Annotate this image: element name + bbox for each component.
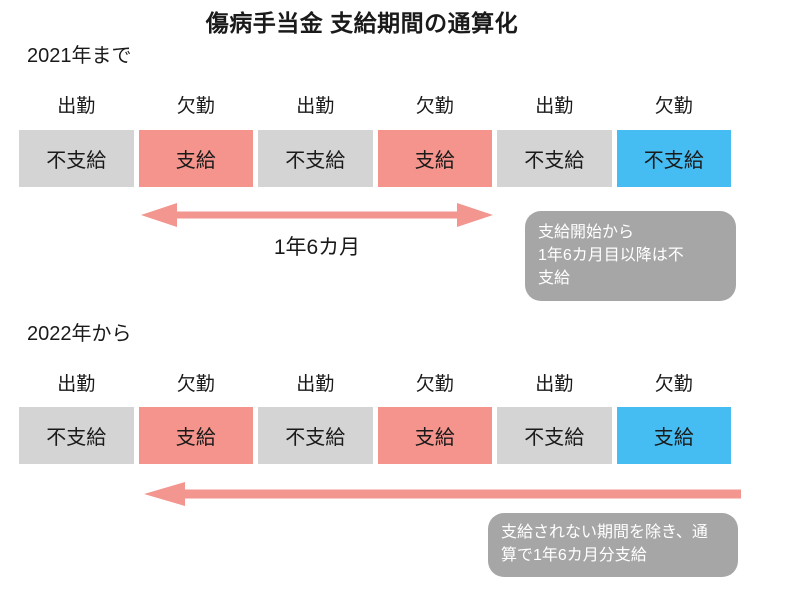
benefit-cell: 支給: [138, 130, 253, 187]
attendance-label: 欠勤: [176, 95, 215, 117]
attendance-label: 出勤: [296, 95, 335, 117]
attendance-label: 欠勤: [654, 95, 693, 117]
benefit-cell: 不支給: [258, 407, 373, 464]
benefit-cell: 支給: [616, 407, 731, 464]
attendance-label: 出勤: [535, 95, 574, 117]
callout-bubble-2021: 支給開始から 1年6カ月目以降は不 支給: [525, 211, 736, 301]
attendance-labels-row-2021: 出勤 欠勤 出勤 欠勤 出勤 欠勤: [19, 91, 731, 117]
callout-line: 算で1年6カ月分支給: [501, 547, 647, 565]
benefit-cell: 不支給: [497, 407, 612, 464]
callout-line: 1年6カ月目以降は不: [538, 247, 684, 265]
callout-bubble-2022: 支給されない期間を除き、通 算で1年6カ月分支給: [488, 513, 738, 578]
left-arrow-icon: [144, 482, 741, 506]
benefit-cells-row-2021: 不支給 支給 不支給 支給 不支給 不支給: [19, 130, 731, 187]
attendance-labels-row-2022: 出勤 欠勤 出勤 欠勤 出勤 欠勤: [19, 369, 731, 395]
attendance-label: 欠勤: [176, 373, 215, 395]
benefit-cell: 支給: [138, 407, 253, 464]
benefit-cell: 不支給: [497, 130, 612, 187]
attendance-label: 出勤: [57, 373, 96, 395]
callout-line: 支給: [538, 270, 571, 288]
attendance-label: 欠勤: [415, 95, 454, 117]
benefit-cell: 支給: [377, 130, 492, 187]
benefit-cell: 支給: [377, 407, 492, 464]
callout-line: 支給開始から: [538, 224, 635, 241]
benefit-cell: 不支給: [19, 407, 134, 464]
double-arrow-icon: [141, 203, 493, 227]
section-2021-heading: 2021年まで: [27, 45, 132, 67]
period-arrow-label: 1年6カ月: [273, 236, 361, 259]
benefit-cell: 不支給: [19, 130, 134, 187]
callout-line: 支給されない期間を除き、通: [501, 524, 708, 541]
attendance-label: 欠勤: [415, 373, 454, 395]
benefit-cells-row-2022: 不支給 支給 不支給 支給 不支給 支給: [19, 407, 731, 464]
attendance-label: 欠勤: [654, 373, 693, 395]
attendance-label: 出勤: [535, 373, 574, 395]
benefit-cell: 不支給: [616, 130, 731, 187]
page-title: 傷病手当金 支給期間の通算化: [205, 10, 519, 36]
attendance-label: 出勤: [296, 373, 335, 395]
section-2022-heading: 2022年から: [27, 323, 132, 345]
attendance-label: 出勤: [57, 95, 96, 117]
benefit-cell: 不支給: [258, 130, 373, 187]
